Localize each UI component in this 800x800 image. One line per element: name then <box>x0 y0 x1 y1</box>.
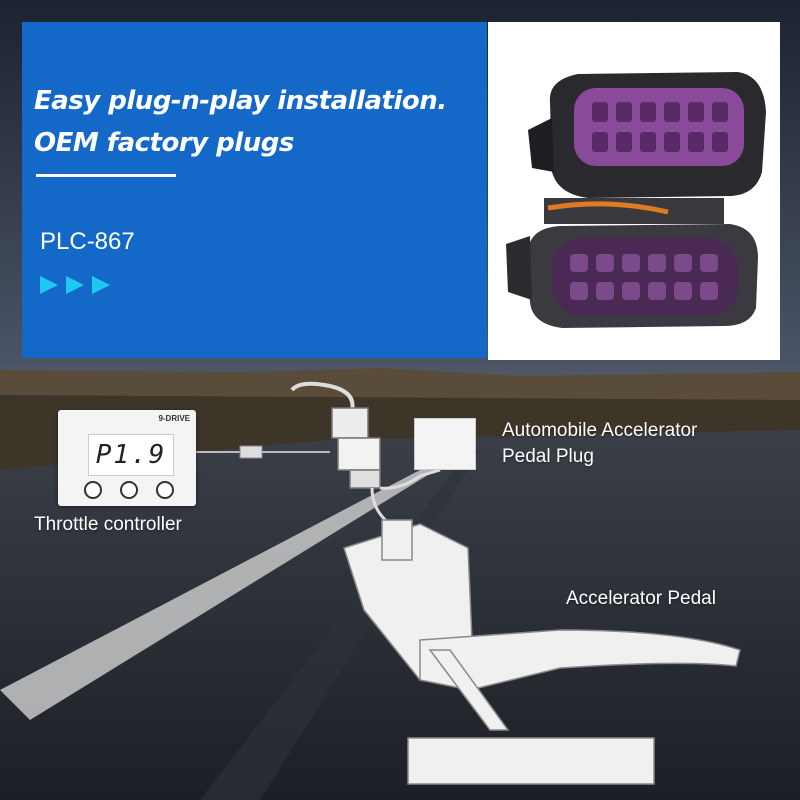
headline-line-2: OEM factory plugs <box>34 128 294 158</box>
pedal-plug-label: Automobile Accelerator Pedal Plug <box>502 418 697 470</box>
pedal-plug-box <box>414 418 476 470</box>
throttle-controller-device: 9-DRIVE P1.9 <box>58 410 196 506</box>
oem-plug-connector-image <box>488 22 780 360</box>
connector-photo <box>488 22 780 360</box>
info-banner <box>22 22 487 358</box>
headline-underline <box>36 174 176 177</box>
controller-display: P1.9 <box>88 434 174 476</box>
controller-button-left <box>84 481 102 499</box>
pedal-plug-label-line-2: Pedal Plug <box>502 446 594 467</box>
accelerator-pedal-label: Accelerator Pedal <box>566 588 716 609</box>
controller-button-right <box>156 481 174 499</box>
controller-button-middle <box>120 481 138 499</box>
throttle-controller-label: Throttle controller <box>34 514 182 535</box>
headline-line-1: Easy plug-n-play installation. <box>34 86 447 116</box>
model-number: PLC-867 <box>40 228 135 255</box>
triple-triangle-arrow-icon <box>40 276 110 294</box>
controller-brand: 9-DRIVE <box>158 414 190 423</box>
pedal-plug-label-line-1: Automobile Accelerator <box>502 420 698 441</box>
headline: Easy plug-n-play installation. OEM facto… <box>34 80 447 164</box>
